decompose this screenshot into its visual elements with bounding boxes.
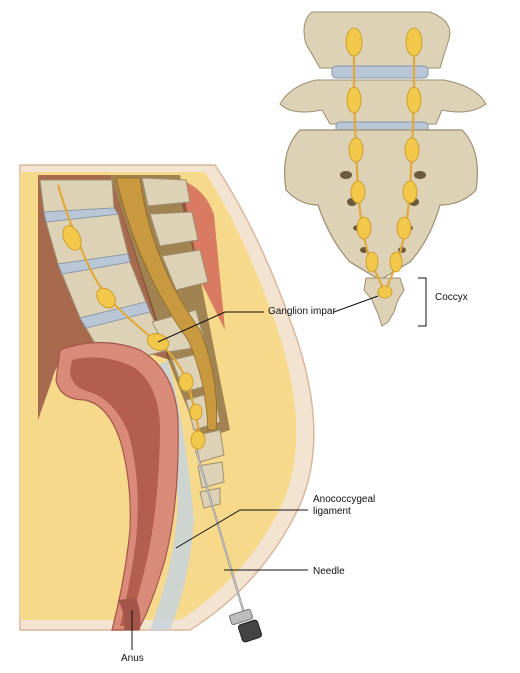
- anal-canal: [118, 598, 141, 630]
- rectum-lumen: [70, 357, 160, 626]
- leader-lines: [131, 277, 427, 650]
- needle: [194, 449, 263, 643]
- ganglia-sagittal: [62, 225, 206, 450]
- anococcygeal-ligament-label: Anococcygeal ligament: [313, 494, 375, 518]
- ganglia-sacral: [345, 27, 423, 299]
- upper-vertebra: [303, 11, 451, 69]
- sacrum: [284, 129, 478, 281]
- sagittal-view: [19, 164, 315, 643]
- coccyx-bone: [363, 277, 405, 327]
- spinous-processes: [141, 177, 209, 291]
- presacral-fascia: [150, 360, 194, 630]
- spinal-cord: [115, 177, 218, 431]
- ganglion-impar-label: Ganglion impar: [268, 306, 336, 317]
- coccyx-label: Coccyx: [435, 292, 468, 303]
- anus-label: Anus: [121, 653, 144, 664]
- anococcygeal-label-line2: ligament: [313, 506, 351, 517]
- needle-label: Needle: [313, 566, 345, 577]
- intervertebral-discs: [43, 207, 151, 329]
- upper-disc: [331, 65, 429, 79]
- sacrum-view: [279, 11, 487, 327]
- second-vertebra: [279, 79, 487, 125]
- anococcygeal-label-line1: Anococcygeal: [313, 494, 376, 505]
